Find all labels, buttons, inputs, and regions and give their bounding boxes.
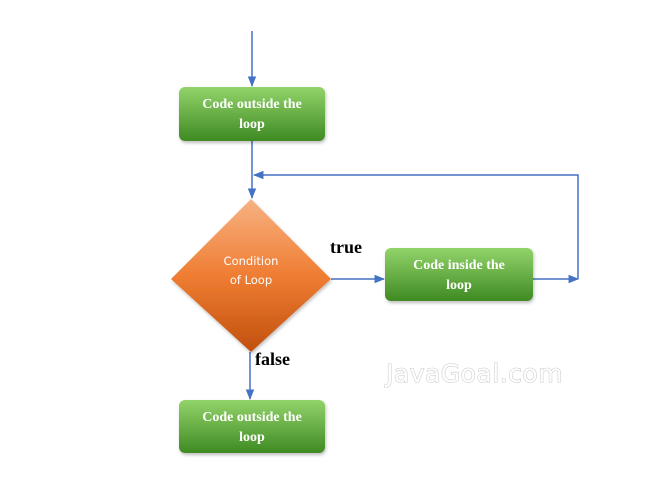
condition-line1: Condition bbox=[224, 254, 279, 268]
true-label: true bbox=[330, 237, 362, 257]
inside-box-line2: loop bbox=[446, 278, 472, 293]
bottom-box-line1: Code outside the bbox=[202, 410, 302, 425]
top-box-line2: loop bbox=[239, 117, 265, 132]
condition-line2: of Loop bbox=[230, 273, 272, 287]
inside-box-line1: Code inside the bbox=[413, 258, 505, 273]
code-inside-loop-box bbox=[385, 248, 533, 301]
false-label: false bbox=[255, 349, 290, 369]
top-code-outside-loop-box bbox=[179, 87, 325, 141]
javagoal-watermark: JavaGoal.com bbox=[384, 359, 563, 388]
bottom-box-line2: loop bbox=[239, 430, 265, 445]
bottom-code-outside-loop-box bbox=[179, 400, 325, 453]
loop-back-arrow bbox=[252, 170, 579, 279]
top-box-line1: Code outside the bbox=[202, 97, 302, 112]
condition-diamond bbox=[171, 199, 331, 352]
